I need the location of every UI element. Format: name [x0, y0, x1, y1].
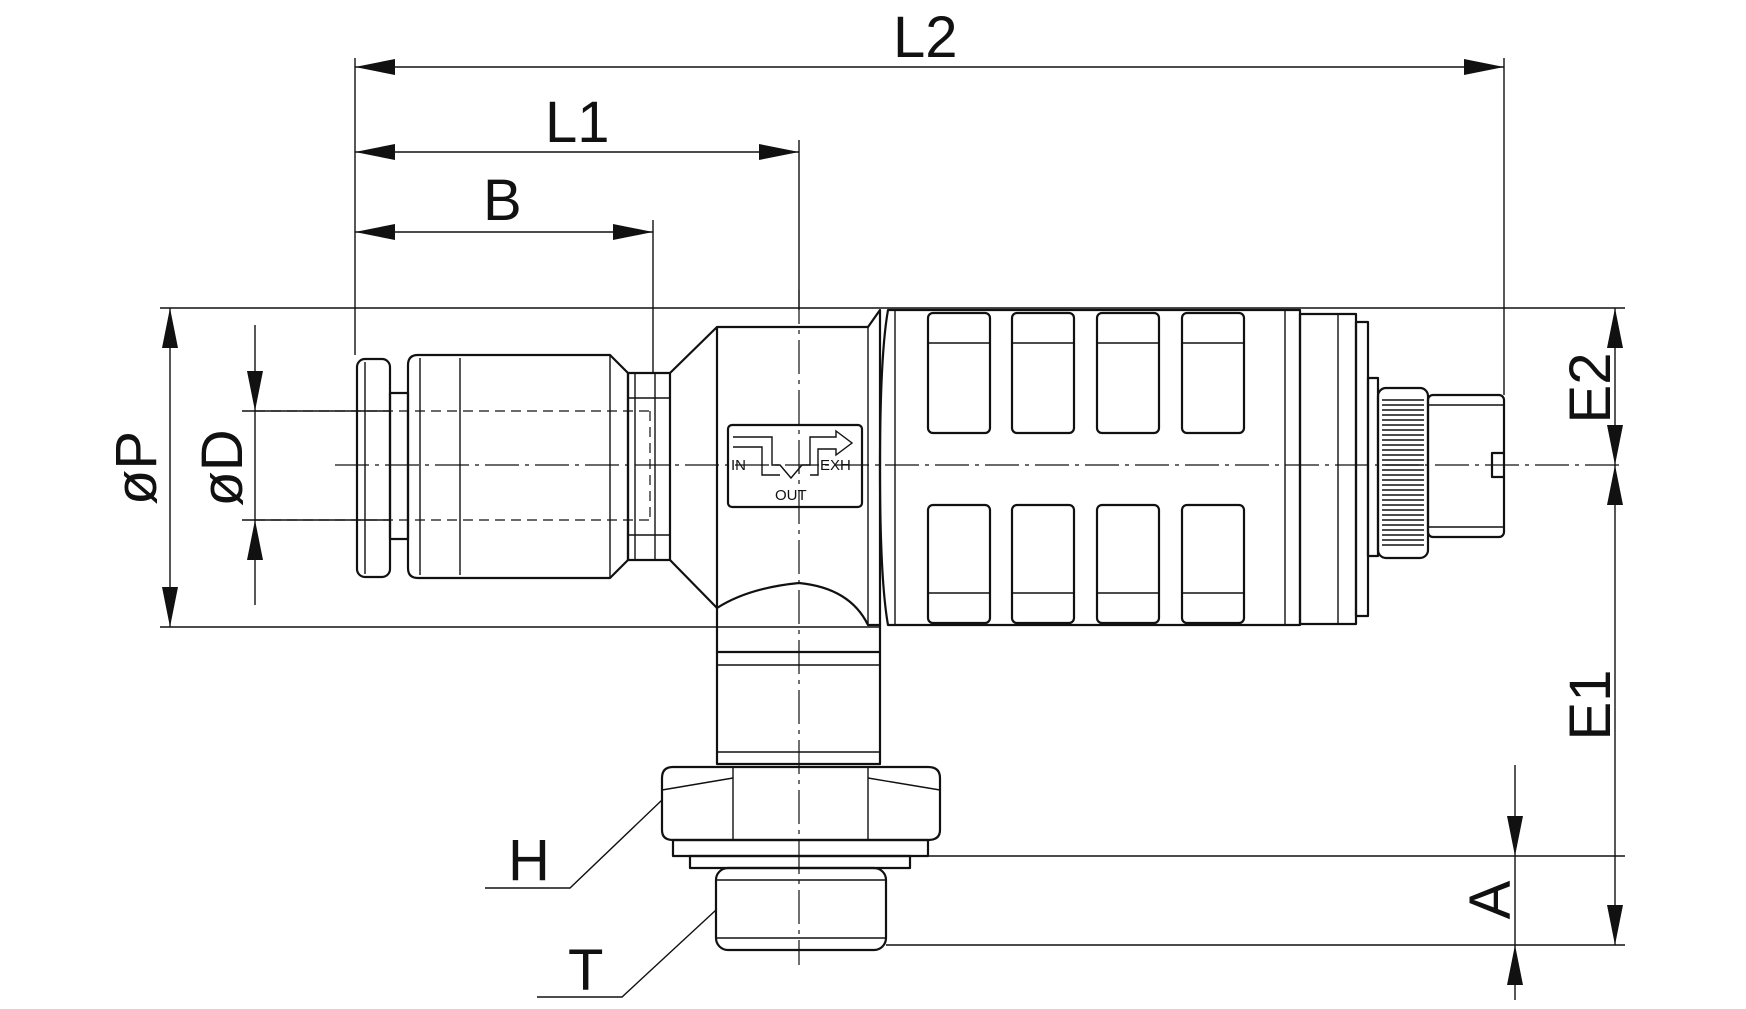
dimension-labels: L2 L1 B øP øD E2 E1 A H T	[104, 5, 1623, 1003]
leaders	[485, 799, 717, 998]
silencer-slot	[1010, 311, 1076, 435]
silencer-slot	[926, 311, 992, 435]
adjustment-screw	[1366, 376, 1506, 560]
arrowhead	[1607, 465, 1623, 505]
silencer-slot	[1180, 311, 1246, 435]
flow-exh-label: EXH	[820, 457, 851, 474]
label-h: H	[508, 828, 550, 893]
arrowhead	[247, 520, 263, 560]
label-b: B	[483, 168, 522, 233]
silencer-slot	[926, 503, 992, 625]
extension-lines	[160, 58, 1625, 946]
dimension-lines	[162, 59, 1623, 1000]
push-in-connector	[255, 353, 672, 580]
flow-symbol: IN EXH OUT	[726, 423, 864, 509]
thread	[714, 866, 888, 952]
arrowhead	[1607, 425, 1623, 465]
flow-out-label: OUT	[775, 487, 807, 504]
label-e2: E2	[1558, 353, 1623, 424]
label-p: øP	[104, 431, 169, 505]
label-t: T	[568, 938, 603, 1003]
silencer-slot	[1180, 503, 1246, 625]
central-body	[668, 308, 882, 654]
arrowhead	[247, 371, 263, 411]
stem	[715, 650, 882, 766]
label-e1: E1	[1558, 670, 1623, 741]
arrowhead	[1607, 905, 1623, 945]
silencer-slot	[1095, 311, 1161, 435]
arrowhead	[1507, 945, 1523, 985]
arrowhead	[355, 59, 395, 75]
arrowhead	[355, 224, 395, 240]
silencer-slot	[1010, 503, 1076, 625]
arrowhead	[759, 144, 799, 160]
knurl-lines	[1382, 399, 1424, 546]
arrowhead	[355, 144, 395, 160]
arrowhead	[1507, 816, 1523, 856]
arrowhead	[162, 308, 178, 348]
hex-nut	[660, 765, 942, 842]
label-l1: L1	[545, 90, 610, 155]
silencer	[878, 308, 1370, 627]
washer	[671, 838, 930, 870]
arrowhead	[1464, 59, 1504, 75]
label-d: øD	[190, 429, 255, 506]
silencer-slot	[1095, 503, 1161, 625]
flow-in-label: IN	[731, 457, 746, 474]
arrowhead	[162, 587, 178, 627]
arrowhead	[1607, 308, 1623, 348]
arrowhead	[613, 224, 653, 240]
label-a: A	[1458, 880, 1523, 919]
silencer-slots	[926, 311, 1246, 625]
label-l2: L2	[893, 5, 958, 70]
